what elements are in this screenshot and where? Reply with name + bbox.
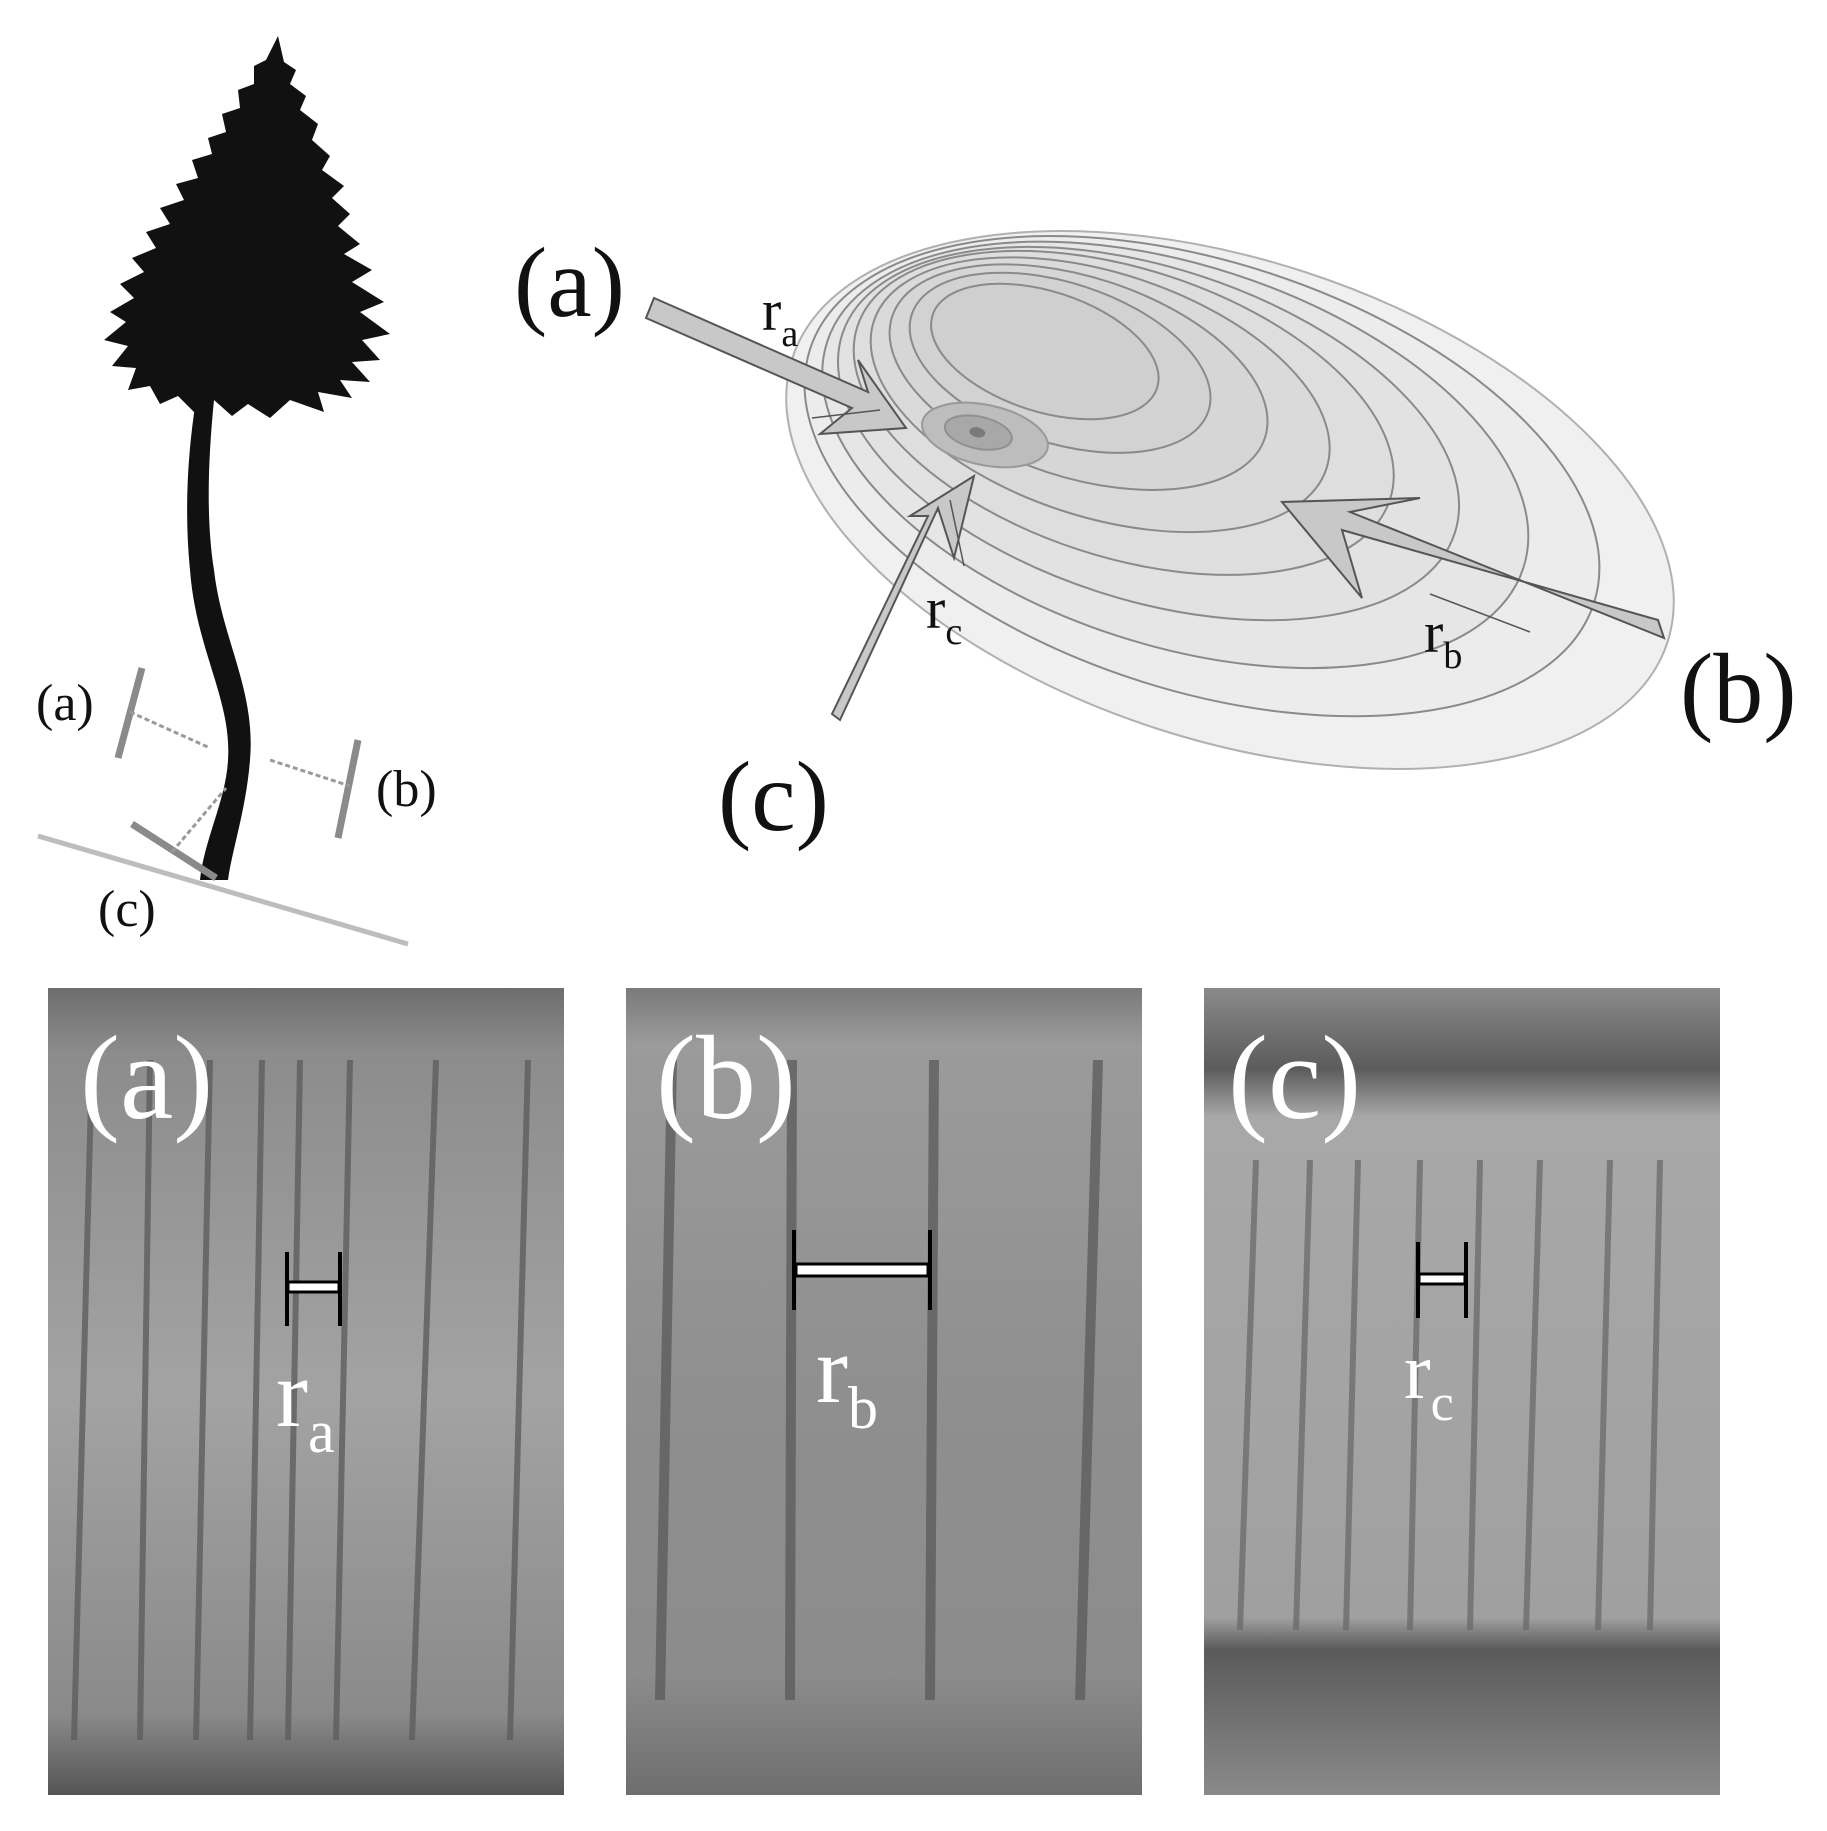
wood-photo-b: (b) rb <box>626 988 1142 1795</box>
measure-bar-a <box>114 667 211 759</box>
photo-label-a: (a) <box>80 1011 213 1144</box>
tree-trunk <box>187 400 251 880</box>
arrow-b <box>1279 497 1666 640</box>
photo-label-c: (c) <box>1228 1011 1361 1144</box>
wood-photo-a: (a) ra <box>48 988 564 1795</box>
tree-panel: (a) (b) (c) <box>36 36 437 947</box>
tree-label-a: (a) <box>36 675 94 732</box>
radius-marker-a <box>285 1252 342 1326</box>
arrow-a <box>644 296 908 436</box>
radius-marker-c <box>1416 1242 1468 1318</box>
radius-a-dimension <box>811 409 881 419</box>
annual-ring-boundaries <box>1237 1159 1663 1631</box>
radius-b-dimension <box>1429 593 1531 633</box>
radius-c-dimension <box>949 499 965 567</box>
section-label-c: (c) <box>718 741 829 852</box>
pith <box>969 427 986 438</box>
section-label-b: (b) <box>1680 633 1797 744</box>
stem-cross-section: (a) (b) (c) ra rb rc <box>514 227 1797 852</box>
radius-label-b: rb <box>1424 600 1462 677</box>
radius-label-c: rc <box>926 576 962 653</box>
photo-label-b: (b) <box>656 1011 796 1144</box>
radius-label-a: ra <box>762 278 798 355</box>
tree-crown <box>104 36 390 418</box>
radius-marker-b <box>792 1230 932 1310</box>
arrow-c <box>830 473 976 722</box>
photo-radius-label-b: rb <box>816 1316 878 1441</box>
ground-slope-line <box>37 833 409 947</box>
measure-bar-c <box>130 787 228 881</box>
section-label-a: (a) <box>514 227 625 338</box>
measure-bar-b <box>269 739 362 839</box>
annual-ring-boundaries <box>71 1059 531 1741</box>
tree-label-c: (c) <box>98 881 156 938</box>
tree-label-b: (b) <box>376 761 437 818</box>
growth-ring <box>930 282 1160 421</box>
annual-ring-boundaries <box>655 1059 1103 1701</box>
photo-radius-label-a: ra <box>276 1340 335 1465</box>
photo-radius-label-c: rc <box>1404 1328 1454 1432</box>
wood-photo-c: (c) rc <box>1204 988 1720 1795</box>
